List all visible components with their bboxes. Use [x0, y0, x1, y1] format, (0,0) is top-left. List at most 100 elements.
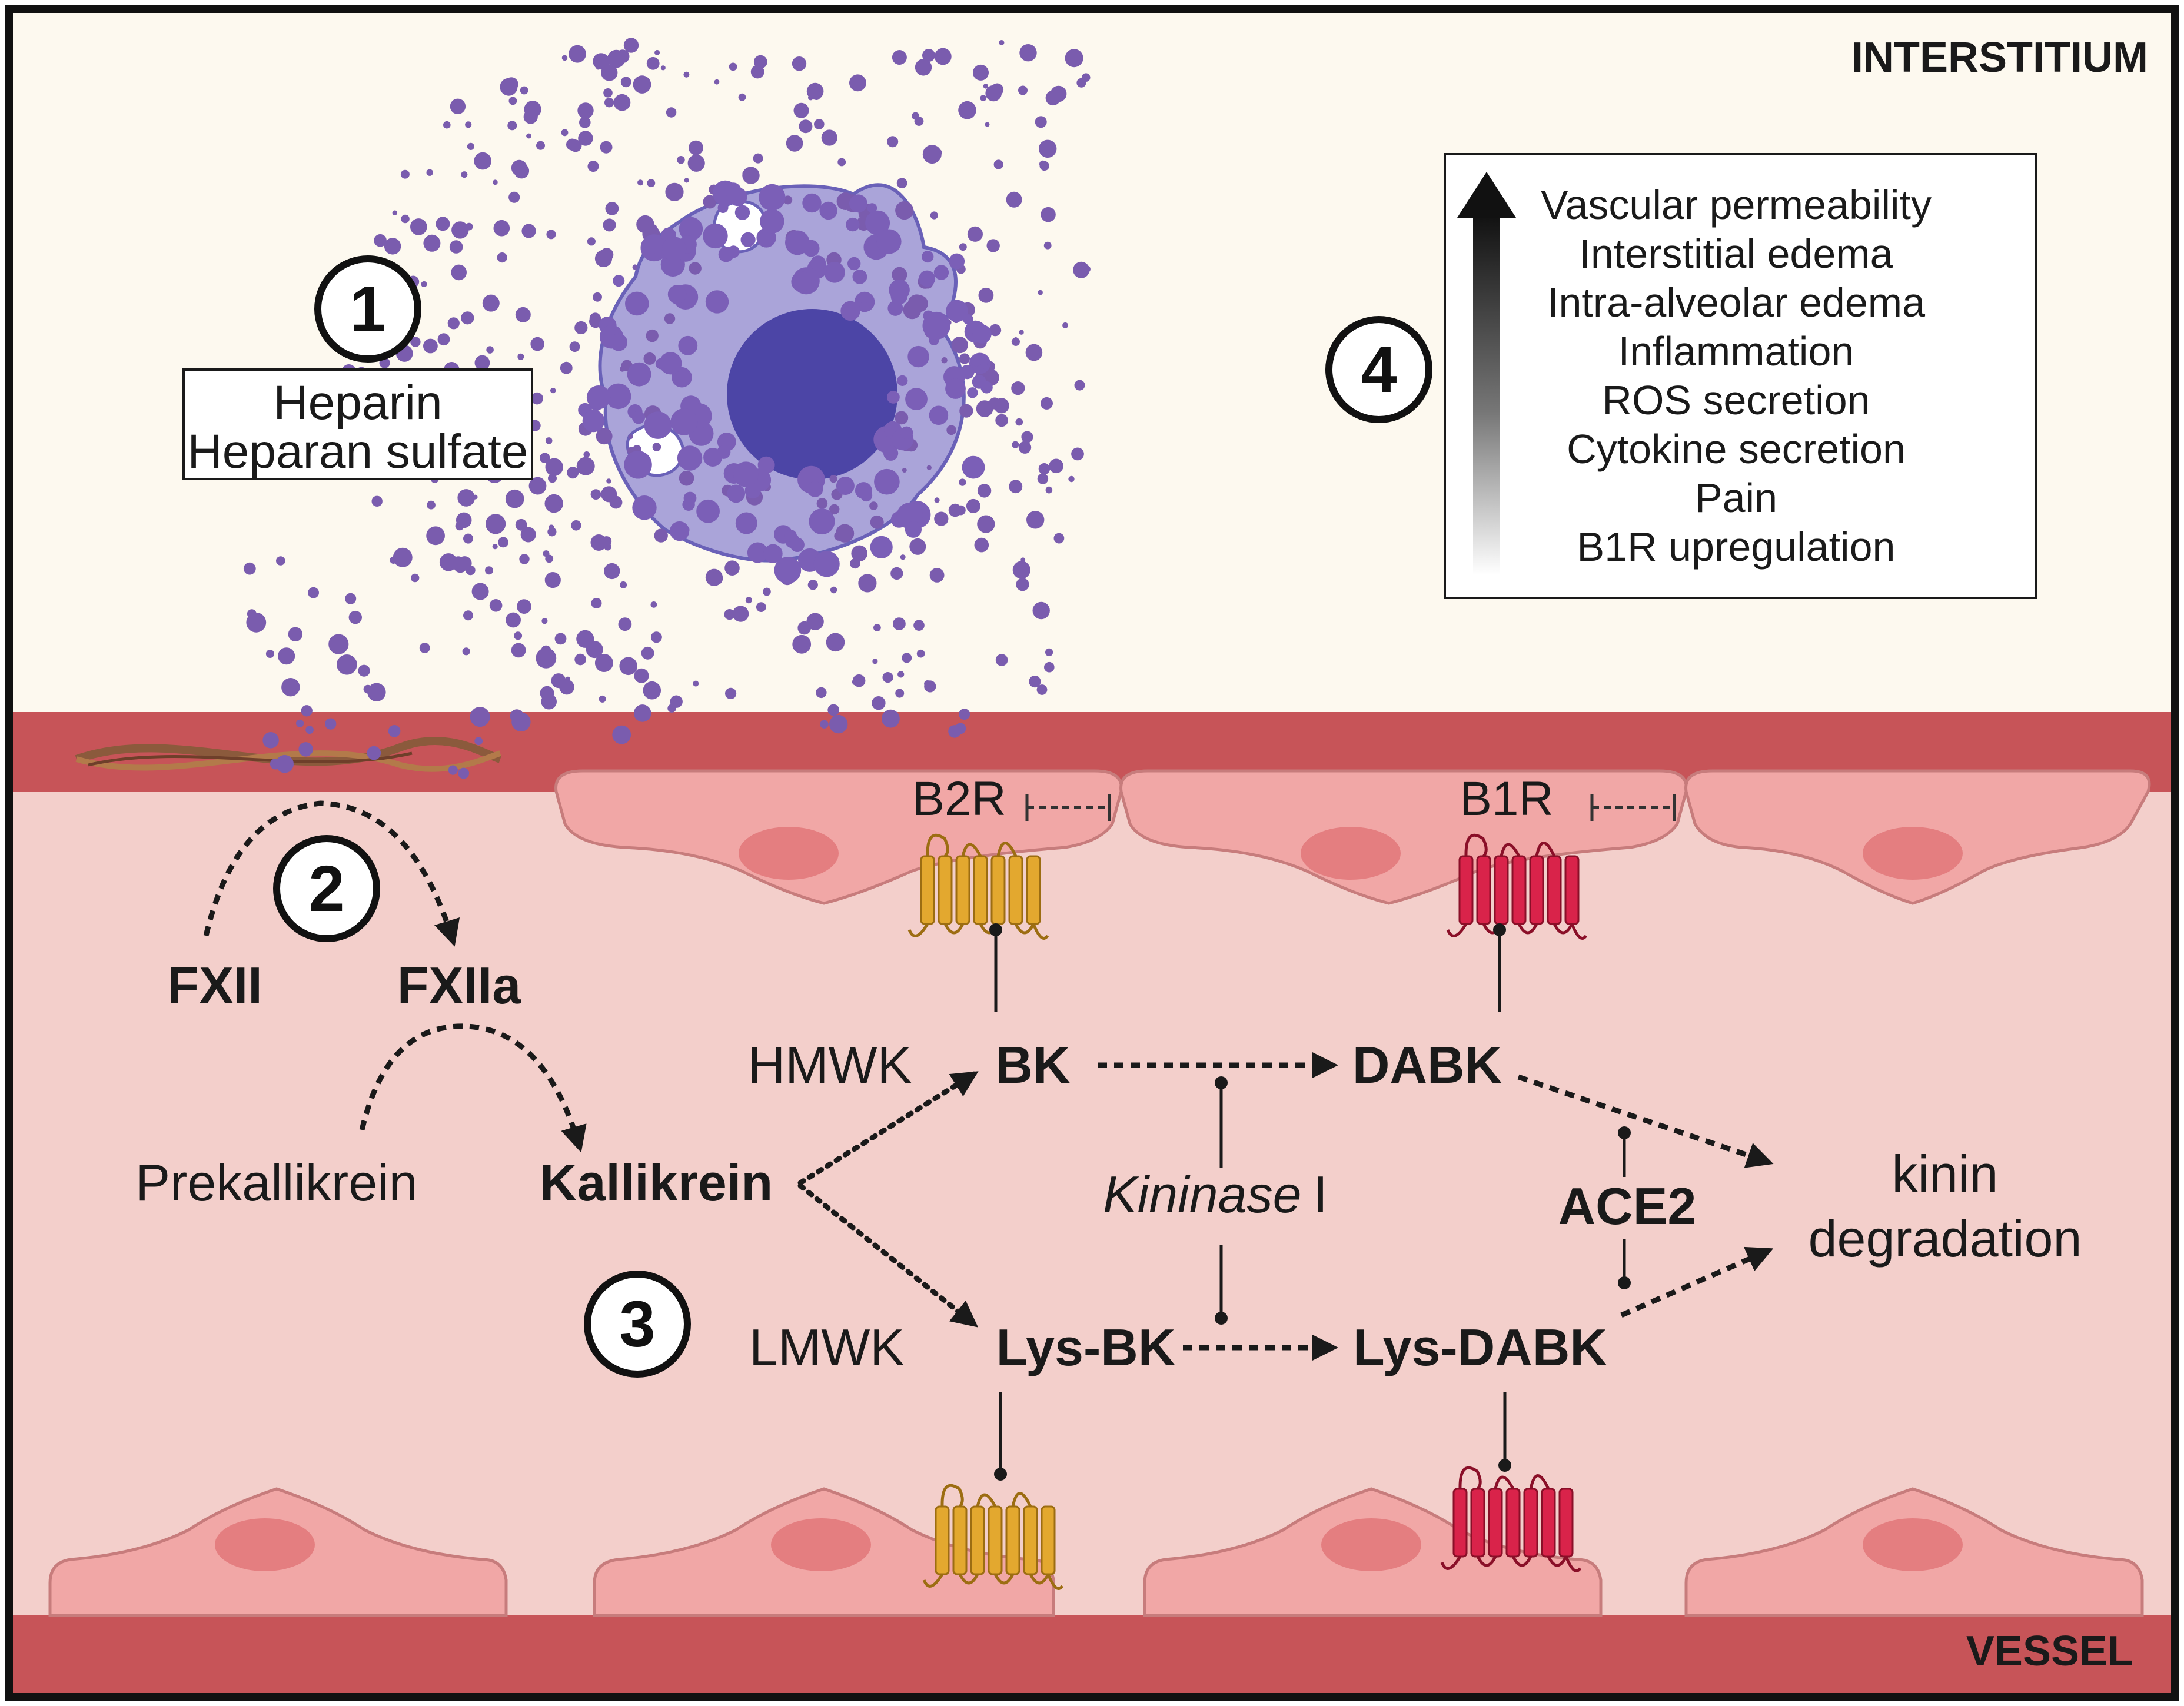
- granule: [738, 93, 746, 101]
- granule: [813, 551, 840, 577]
- granule: [462, 647, 470, 656]
- granule: [1019, 330, 1024, 335]
- step-2-number: 2: [308, 853, 344, 925]
- granule: [807, 580, 818, 590]
- granule: [933, 265, 949, 280]
- granule: [400, 169, 410, 179]
- fxii-activation-arrow: [203, 800, 460, 947]
- granule: [265, 650, 274, 658]
- granule: [439, 553, 458, 571]
- granule: [946, 425, 956, 435]
- granule: [393, 547, 413, 567]
- granule: [604, 543, 611, 551]
- granule: [999, 40, 1005, 45]
- granule: [905, 388, 928, 410]
- granule: [628, 434, 633, 440]
- granule: [872, 659, 878, 664]
- granule: [995, 654, 1008, 666]
- granule: [1062, 322, 1069, 328]
- granule: [650, 631, 662, 643]
- granule: [941, 357, 948, 364]
- granule: [325, 718, 337, 730]
- granule: [489, 599, 503, 612]
- granule: [574, 321, 588, 335]
- lys-bk-label: Lys-BK: [996, 1318, 1176, 1376]
- granule: [541, 618, 548, 624]
- granule: [725, 687, 737, 699]
- granule: [799, 119, 813, 134]
- granule: [455, 521, 464, 531]
- granule: [367, 746, 381, 760]
- granule: [821, 129, 837, 146]
- granule: [616, 49, 630, 64]
- granule: [471, 583, 489, 600]
- granule: [536, 141, 545, 150]
- granule: [619, 657, 637, 676]
- granule: [830, 586, 837, 594]
- granule: [587, 161, 599, 172]
- granule: [869, 501, 878, 510]
- granule: [819, 201, 837, 220]
- granule: [436, 217, 450, 231]
- granule: [520, 86, 528, 95]
- granule: [443, 121, 451, 129]
- granule: [892, 50, 907, 65]
- granule: [515, 307, 531, 322]
- granule: [859, 302, 870, 312]
- granule: [506, 612, 521, 628]
- granule: [816, 498, 828, 509]
- granule: [1012, 441, 1019, 448]
- granule: [620, 366, 625, 372]
- granule: [536, 647, 557, 669]
- granule: [579, 117, 591, 128]
- granule: [661, 237, 687, 261]
- granule: [358, 664, 370, 677]
- granule: [827, 704, 840, 716]
- granule: [872, 696, 886, 710]
- granule: [544, 572, 561, 588]
- granule: [786, 135, 803, 152]
- granule: [384, 238, 401, 255]
- granule: [540, 453, 550, 463]
- granule: [1019, 44, 1037, 62]
- granule: [1009, 480, 1023, 494]
- granule: [802, 193, 822, 213]
- granule: [604, 98, 614, 108]
- granule: [1038, 463, 1051, 475]
- granule: [740, 232, 756, 247]
- granule: [703, 448, 723, 467]
- granule: [474, 152, 491, 170]
- granule: [949, 253, 965, 270]
- granule: [973, 64, 989, 81]
- granule: [308, 587, 319, 598]
- granule: [596, 428, 613, 445]
- granule: [929, 405, 949, 425]
- granule: [849, 74, 866, 92]
- granule: [684, 178, 689, 183]
- granule: [571, 520, 581, 531]
- granule: [348, 610, 362, 624]
- granule: [345, 593, 357, 604]
- granule: [646, 329, 659, 342]
- lmwk-label: LMWK: [749, 1318, 905, 1376]
- granule: [465, 121, 472, 128]
- granule: [493, 179, 498, 185]
- granule: [683, 71, 690, 78]
- granule: [605, 383, 631, 410]
- granule: [426, 169, 433, 176]
- granule: [955, 723, 966, 734]
- kallikrein-label: Kallikrein: [540, 1153, 773, 1212]
- granule: [270, 758, 281, 770]
- granule: [966, 498, 980, 513]
- effect-item: Inflammation: [1618, 328, 1854, 374]
- granule: [463, 533, 473, 544]
- granule: [667, 285, 687, 304]
- granule: [411, 573, 420, 583]
- granule: [448, 765, 458, 775]
- granule: [647, 179, 656, 188]
- granule: [305, 726, 314, 734]
- granule: [1065, 49, 1083, 68]
- granule: [388, 725, 401, 737]
- granule: [634, 668, 649, 683]
